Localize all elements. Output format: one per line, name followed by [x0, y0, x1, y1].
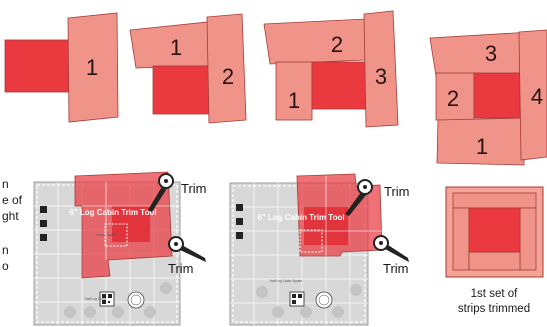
step-4: 3 2 4 1 — [430, 30, 547, 165]
center-square — [153, 66, 210, 114]
trim-tool-1: 6" Log Cabin Trim Tool Half Log Cabin Ce… — [34, 172, 207, 325]
strip-2 — [453, 208, 469, 270]
side-text-line: ght — [2, 209, 19, 223]
strip-4 — [520, 208, 536, 270]
side-text-line: n — [2, 243, 9, 257]
step-3: 2 1 3 — [264, 11, 398, 127]
strip-label-2: 2 — [222, 64, 234, 89]
trim-label: Trim — [168, 261, 194, 276]
center-square — [474, 73, 520, 118]
strip-label-3: 3 — [375, 64, 387, 89]
strip-label-4: 4 — [531, 84, 543, 109]
strip-3 — [430, 32, 531, 76]
center-square — [469, 208, 520, 252]
strip-1 — [469, 252, 520, 270]
logo-seal-icon — [316, 292, 332, 308]
side-text-line: o — [2, 259, 9, 273]
side-text-line: e of — [2, 193, 23, 207]
logo-seal-icon — [128, 292, 144, 308]
trimmed-block: 1st set of strips trimmed — [446, 187, 543, 315]
caption-line: strips trimmed — [458, 303, 530, 315]
strip-label-2: 2 — [331, 32, 343, 57]
tool-title: 6" Log Cabin Trim Tool — [69, 208, 156, 217]
tool-small-text: Half Log Cabin Square — [270, 279, 302, 283]
trim-label: Trim — [181, 181, 207, 196]
step-2: 1 2 — [130, 14, 246, 123]
trim-label: Trim — [384, 184, 410, 199]
center-square — [312, 62, 366, 109]
scissors-icon — [374, 236, 409, 262]
center-square — [5, 40, 73, 92]
tool-small-text: Half Log Cabin — [85, 297, 106, 301]
trim-tool-2: 6" Log Cabin Trim Tool Half Log Cabin Sq… — [230, 174, 410, 325]
strip-label-3: 3 — [485, 41, 497, 66]
strip-2 — [264, 19, 366, 64]
caption-line: 1st set of — [471, 288, 518, 300]
strip-label-1: 1 — [86, 55, 98, 80]
strip-label-1: 1 — [288, 88, 300, 113]
step-1: 1 — [5, 13, 118, 122]
left-side-text: n e of ght n o — [2, 177, 23, 273]
tool-small-text: Center Square — [96, 233, 117, 237]
trim-label: Trim — [383, 261, 409, 276]
strip-label-1: 1 — [476, 134, 488, 159]
strip-label-2: 2 — [447, 86, 459, 111]
tool-title: 6" Log Cabin Trim Tool — [257, 213, 344, 222]
side-text-line: n — [2, 177, 9, 191]
strip-label-1: 1 — [170, 35, 182, 60]
strip-3 — [453, 193, 536, 208]
qr-code-icon — [290, 292, 304, 306]
